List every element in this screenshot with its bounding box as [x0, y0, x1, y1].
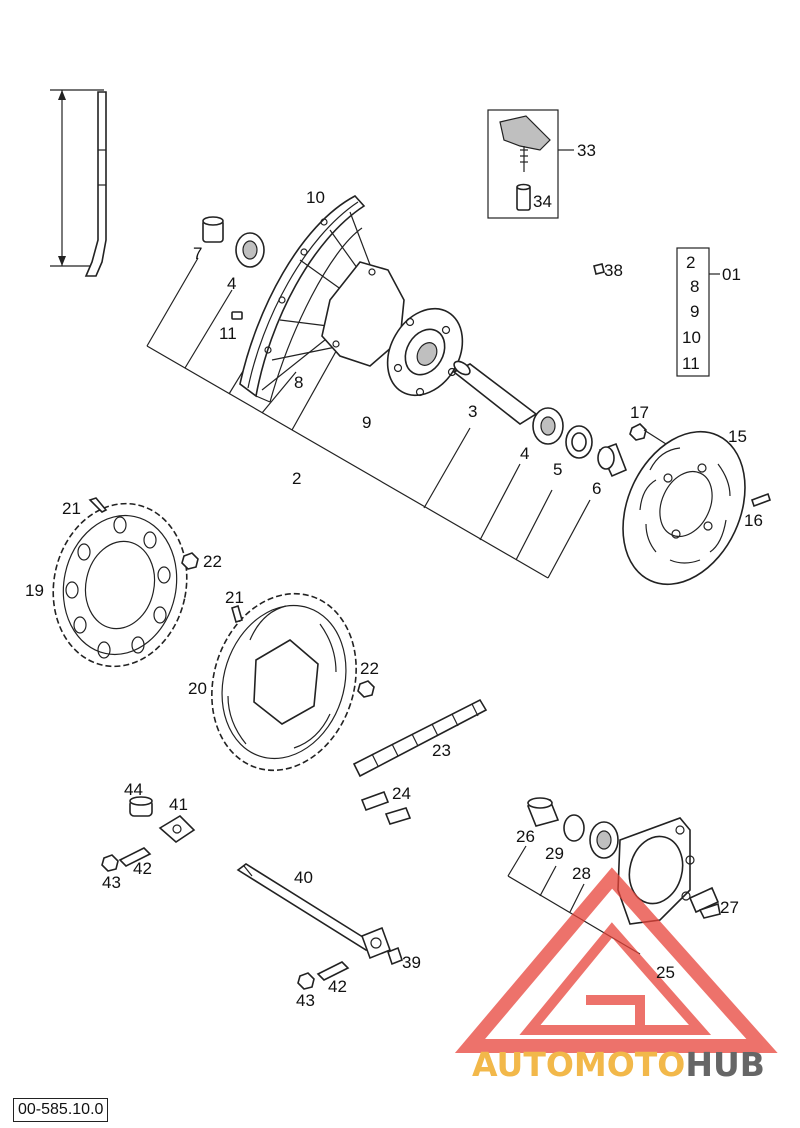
axle-tube: [452, 360, 538, 425]
hub: [321, 261, 464, 397]
label-21a: 21: [62, 499, 81, 518]
label-8: 8: [294, 373, 303, 392]
sprocket-19: [52, 502, 188, 668]
brake-disc: [622, 430, 746, 586]
spoke-drawing: [50, 89, 107, 277]
label-40: 40: [294, 868, 313, 887]
seal-5: [565, 425, 593, 459]
kit-box: [676, 247, 720, 377]
label-19: 19: [25, 581, 44, 600]
label-24: 24: [392, 784, 411, 803]
adjuster-left: [101, 796, 196, 872]
label-25: 25: [656, 963, 675, 982]
adjuster-right: [297, 961, 350, 990]
watermark-text: AUTOMOTOHUB: [472, 1045, 765, 1084]
label-2: 2: [292, 469, 301, 488]
label-22b: 22: [360, 659, 379, 678]
bearing-right: [532, 407, 564, 445]
nut-17: [629, 423, 667, 445]
label-17: 17: [630, 403, 649, 422]
label-39: 39: [402, 953, 421, 972]
kit-item-5: 11: [682, 354, 700, 373]
label-16: 16: [744, 511, 763, 530]
screw-21a: [88, 497, 108, 513]
label-23: 23: [432, 741, 451, 760]
label-21b: 21: [225, 588, 244, 607]
plug-38: [593, 263, 605, 275]
kit-item-2: 8: [690, 277, 699, 296]
label-44: 44: [124, 780, 143, 799]
watermark-text-b: HUB: [685, 1045, 765, 1084]
label-33: 33: [577, 141, 596, 160]
screw-21b: [231, 604, 243, 624]
nut-22b: [357, 680, 375, 698]
screw-11: [231, 311, 243, 320]
label-7: 7: [193, 244, 202, 263]
rear-axle: [236, 863, 392, 960]
label-42b: 42: [328, 977, 347, 996]
label-6: 6: [592, 479, 601, 498]
label-34: 34: [533, 192, 552, 211]
label-28: 28: [572, 864, 591, 883]
label-10: 10: [306, 188, 325, 207]
label-22a: 22: [203, 552, 222, 571]
label-29: 29: [545, 844, 564, 863]
label-5: 5: [553, 460, 562, 479]
master-link: [360, 790, 412, 825]
label-43a: 43: [102, 873, 121, 892]
valve-box: [487, 109, 574, 219]
label-42a: 42: [133, 859, 152, 878]
label-43b: 43: [296, 991, 315, 1010]
bearing-left: [235, 232, 265, 268]
label-20: 20: [188, 679, 207, 698]
watermark-text-a: AUTOMOTO: [472, 1045, 685, 1084]
sprocket-20: [211, 592, 357, 772]
label-41: 41: [169, 795, 188, 814]
kit-item-3: 9: [690, 302, 699, 321]
kit-item-1: 2: [686, 253, 695, 272]
chain: [352, 698, 488, 778]
label-27: 27: [720, 898, 739, 917]
label-3: 3: [468, 402, 477, 421]
label-11: 11: [219, 324, 237, 343]
label-26: 26: [516, 827, 535, 846]
watermark-triangle-outer: [454, 867, 778, 1053]
nut-39: [387, 946, 403, 966]
label-4a: 4: [227, 274, 236, 293]
watermark-logo: [454, 867, 778, 1053]
drawing-code: 00-585.10.0: [13, 1098, 109, 1122]
watermark-triangle-inner: [519, 922, 712, 1035]
label-9: 9: [362, 413, 371, 432]
screw-16: [750, 492, 772, 508]
label-4b: 4: [520, 444, 529, 463]
nut-22a: [181, 552, 199, 570]
label-38: 38: [604, 261, 623, 280]
spacer-7: [202, 216, 224, 243]
label-15: 15: [728, 427, 747, 446]
kit-item-4: 10: [682, 328, 701, 347]
spacer-6: [597, 442, 628, 478]
wheel-rim: [239, 195, 366, 403]
kit-label: 01: [722, 265, 741, 284]
